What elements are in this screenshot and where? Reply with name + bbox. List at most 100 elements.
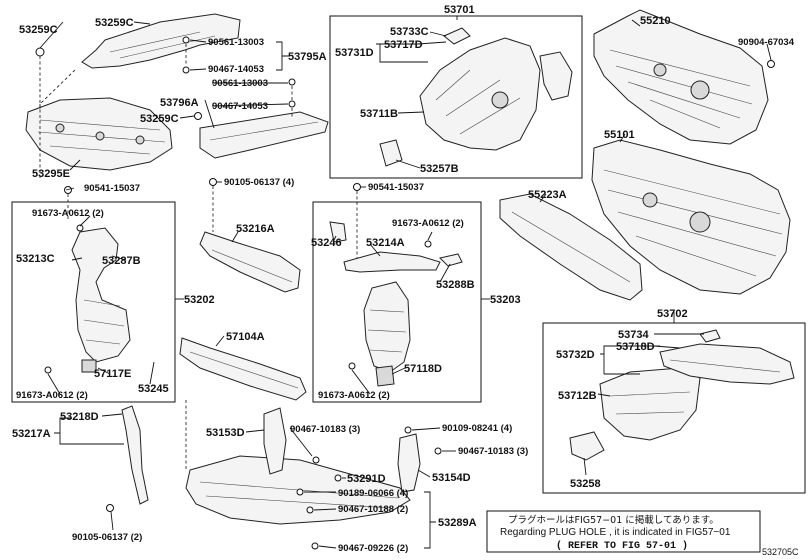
part-53154D-shape xyxy=(397,433,421,493)
note-japanese: プラグホールはFIG57−01 に掲載してあります。 xyxy=(508,514,719,526)
part-53203-shape xyxy=(363,281,411,387)
label-53259C-top: 53259C xyxy=(95,17,134,29)
note-box xyxy=(486,510,761,553)
label-53701: 53701 xyxy=(444,4,475,16)
bolt-90467-10188 xyxy=(306,506,314,514)
part-53258-shape xyxy=(569,431,605,461)
bolt-90105-06137-b xyxy=(106,504,114,512)
part-53795A-shape xyxy=(81,13,241,69)
bolt-90541-15037-b xyxy=(353,183,361,191)
label-90561-13003-a: 90561-13003 xyxy=(208,37,264,48)
label-53257B: 53257B xyxy=(420,163,459,175)
bolt-91673-a xyxy=(76,224,84,232)
label-91673-A0612-a: 91673-A0612 (2) xyxy=(32,208,104,219)
label-53731D: 53731D xyxy=(335,47,374,59)
label-53702: 53702 xyxy=(657,308,688,320)
bolt-90904-67034 xyxy=(767,60,775,68)
bolt-90467-10183-a xyxy=(312,456,320,464)
bolt-90467-14053-a xyxy=(182,66,190,74)
label-91673-A0612-b: 91673-A0612 (2) xyxy=(16,390,88,401)
label-53717D: 53717D xyxy=(384,39,423,51)
label-53154D: 53154D xyxy=(432,472,471,484)
label-53796A: 53796A xyxy=(160,97,199,109)
part-53731D-shape xyxy=(539,51,573,101)
bolt-90467-10183-b xyxy=(434,447,442,455)
group-box-53701 xyxy=(329,15,583,179)
label-57118D: 57118D xyxy=(404,363,442,375)
label-53288B: 53288B xyxy=(436,279,475,291)
note-english: Regarding PLUG HOLE , it is indicated in… xyxy=(500,527,731,538)
label-53153D: 53153D xyxy=(206,427,245,439)
bolt-53291D xyxy=(334,474,342,482)
label-53712B: 53712B xyxy=(558,390,597,402)
label-90904-67034: 90904-67034 xyxy=(738,37,795,48)
part-53288B-shape xyxy=(439,253,463,267)
label-90467-14053-b: 90467-14053 xyxy=(212,101,268,112)
label-90541-15037-a: 90541-15037 xyxy=(84,183,140,194)
label-53732D: 53732D xyxy=(556,349,595,361)
part-55223A-shape xyxy=(499,193,643,301)
label-53711B: 53711B xyxy=(360,108,398,120)
label-53217A: 53217A xyxy=(12,428,51,440)
bolt-90467-14053-b xyxy=(288,100,296,108)
label-53259C-mid: 53259C xyxy=(140,113,179,125)
part-53712B-shape xyxy=(599,367,701,441)
part-53216A-shape xyxy=(199,231,301,293)
label-90467-14053-a: 90467-14053 xyxy=(208,64,264,75)
label-90561-13003-b: 90561-13003 xyxy=(212,78,268,89)
label-53246: 53246 xyxy=(311,237,342,249)
part-53153D-shape xyxy=(263,407,287,475)
label-90541-15037-b: 90541-15037 xyxy=(368,182,424,193)
bolt-90189-06066 xyxy=(296,488,304,496)
label-53734: 53734 xyxy=(618,329,649,341)
part-55210-shape xyxy=(593,9,769,145)
label-53795A: 53795A xyxy=(288,51,327,63)
label-53289A: 53289A xyxy=(438,517,477,529)
part-53257B-shape xyxy=(379,139,403,167)
label-90105-06137-b: 90105-06137 (2) xyxy=(72,532,142,543)
part-53202-shape xyxy=(71,227,131,373)
part-53246-shape xyxy=(329,221,347,243)
part-53295E-shape xyxy=(25,97,173,171)
bolt-91673-b xyxy=(44,366,52,374)
label-53218D: 53218D xyxy=(60,411,99,423)
part-53732D-shape xyxy=(659,343,795,385)
label-53295E: 53295E xyxy=(32,168,70,180)
label-90105-06137-a: 90105-06137 (4) xyxy=(224,177,294,188)
label-53245: 53245 xyxy=(138,383,169,395)
label-53203: 53203 xyxy=(490,294,521,306)
label-90467-09226: 90467-09226 (2) xyxy=(338,543,408,554)
label-53733C: 53733C xyxy=(390,26,429,38)
bolt-90561-13003-a xyxy=(182,36,190,44)
label-53291D: 53291D xyxy=(347,473,386,485)
bolt-90561-13003-b xyxy=(288,78,296,86)
label-53214A: 53214A xyxy=(366,237,405,249)
label-53202: 53202 xyxy=(184,294,215,306)
bolt-90105-06137-a xyxy=(209,178,217,186)
label-53259C-a: 53259C xyxy=(19,24,58,36)
bolt-90467-09226 xyxy=(311,542,319,550)
label-90467-10183-a: 90467-10183 (3) xyxy=(290,424,360,435)
bolt-91673-d xyxy=(348,362,356,370)
label-90189-06066: 90189-06066 (4) xyxy=(338,488,408,499)
label-55210: 55210 xyxy=(640,15,671,27)
bolt-90541-15037-a xyxy=(64,186,72,194)
label-55223A: 55223A xyxy=(528,189,567,201)
label-57117E: 57117E xyxy=(94,368,131,380)
figure-code: 532705C xyxy=(762,547,799,557)
note-reference: ( REFER TO FIG 57-01 ) xyxy=(556,540,688,552)
group-box-53203 xyxy=(312,201,482,403)
bolt-53259C-a xyxy=(35,47,45,110)
part-53733C-shape xyxy=(443,27,471,45)
bolt-90109-08241 xyxy=(404,426,412,434)
label-91673-A0612-d: 91673-A0612 (2) xyxy=(318,390,390,401)
label-57104A: 57104A xyxy=(226,331,265,343)
part-53214A-shape xyxy=(343,251,441,273)
part-53734-shape xyxy=(699,329,721,343)
label-90109-08241: 90109-08241 (4) xyxy=(442,423,512,434)
part-53796A-shape xyxy=(199,111,329,159)
label-53718D: 53718D xyxy=(616,341,655,353)
label-55101: 55101 xyxy=(604,129,635,141)
label-91673-A0612-c: 91673-A0612 (2) xyxy=(392,218,464,229)
